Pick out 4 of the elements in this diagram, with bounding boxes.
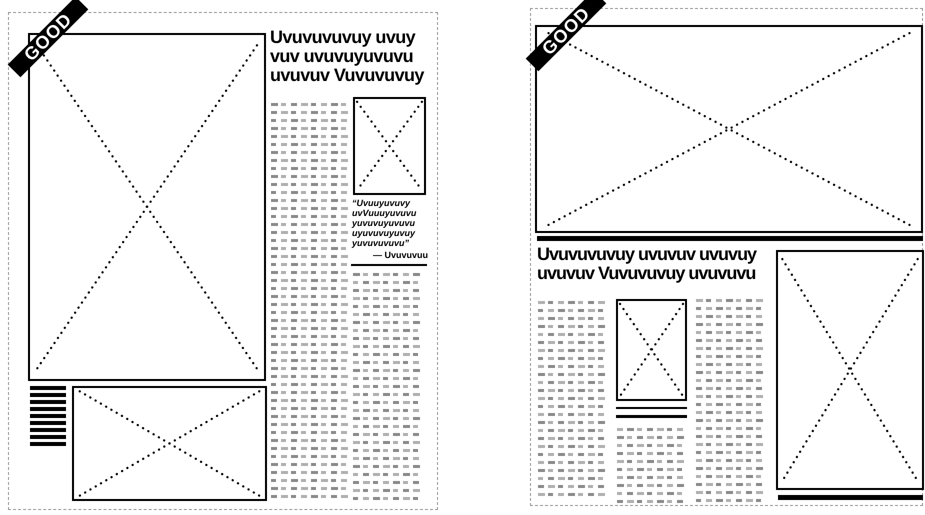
headline: Uvuvuvuvuy uvuy vuv uvuvuyuvuvu uvuvuv Vuvuvuvuy [270,28,426,85]
quote-attribution: — Uvuvuvuu [372,250,428,260]
headline: Uvuvuvuvuy uvuvuv uvuvuy uvuvuv Vuvuvuvuy uvuvuvu [537,245,758,283]
pull-quote: “Uvuuyuvuvy uvVuuuyuvuvu yuvuvuyuvuvu uyuvuvuyuvuy yuvuvuvuvu” [352,199,418,248]
